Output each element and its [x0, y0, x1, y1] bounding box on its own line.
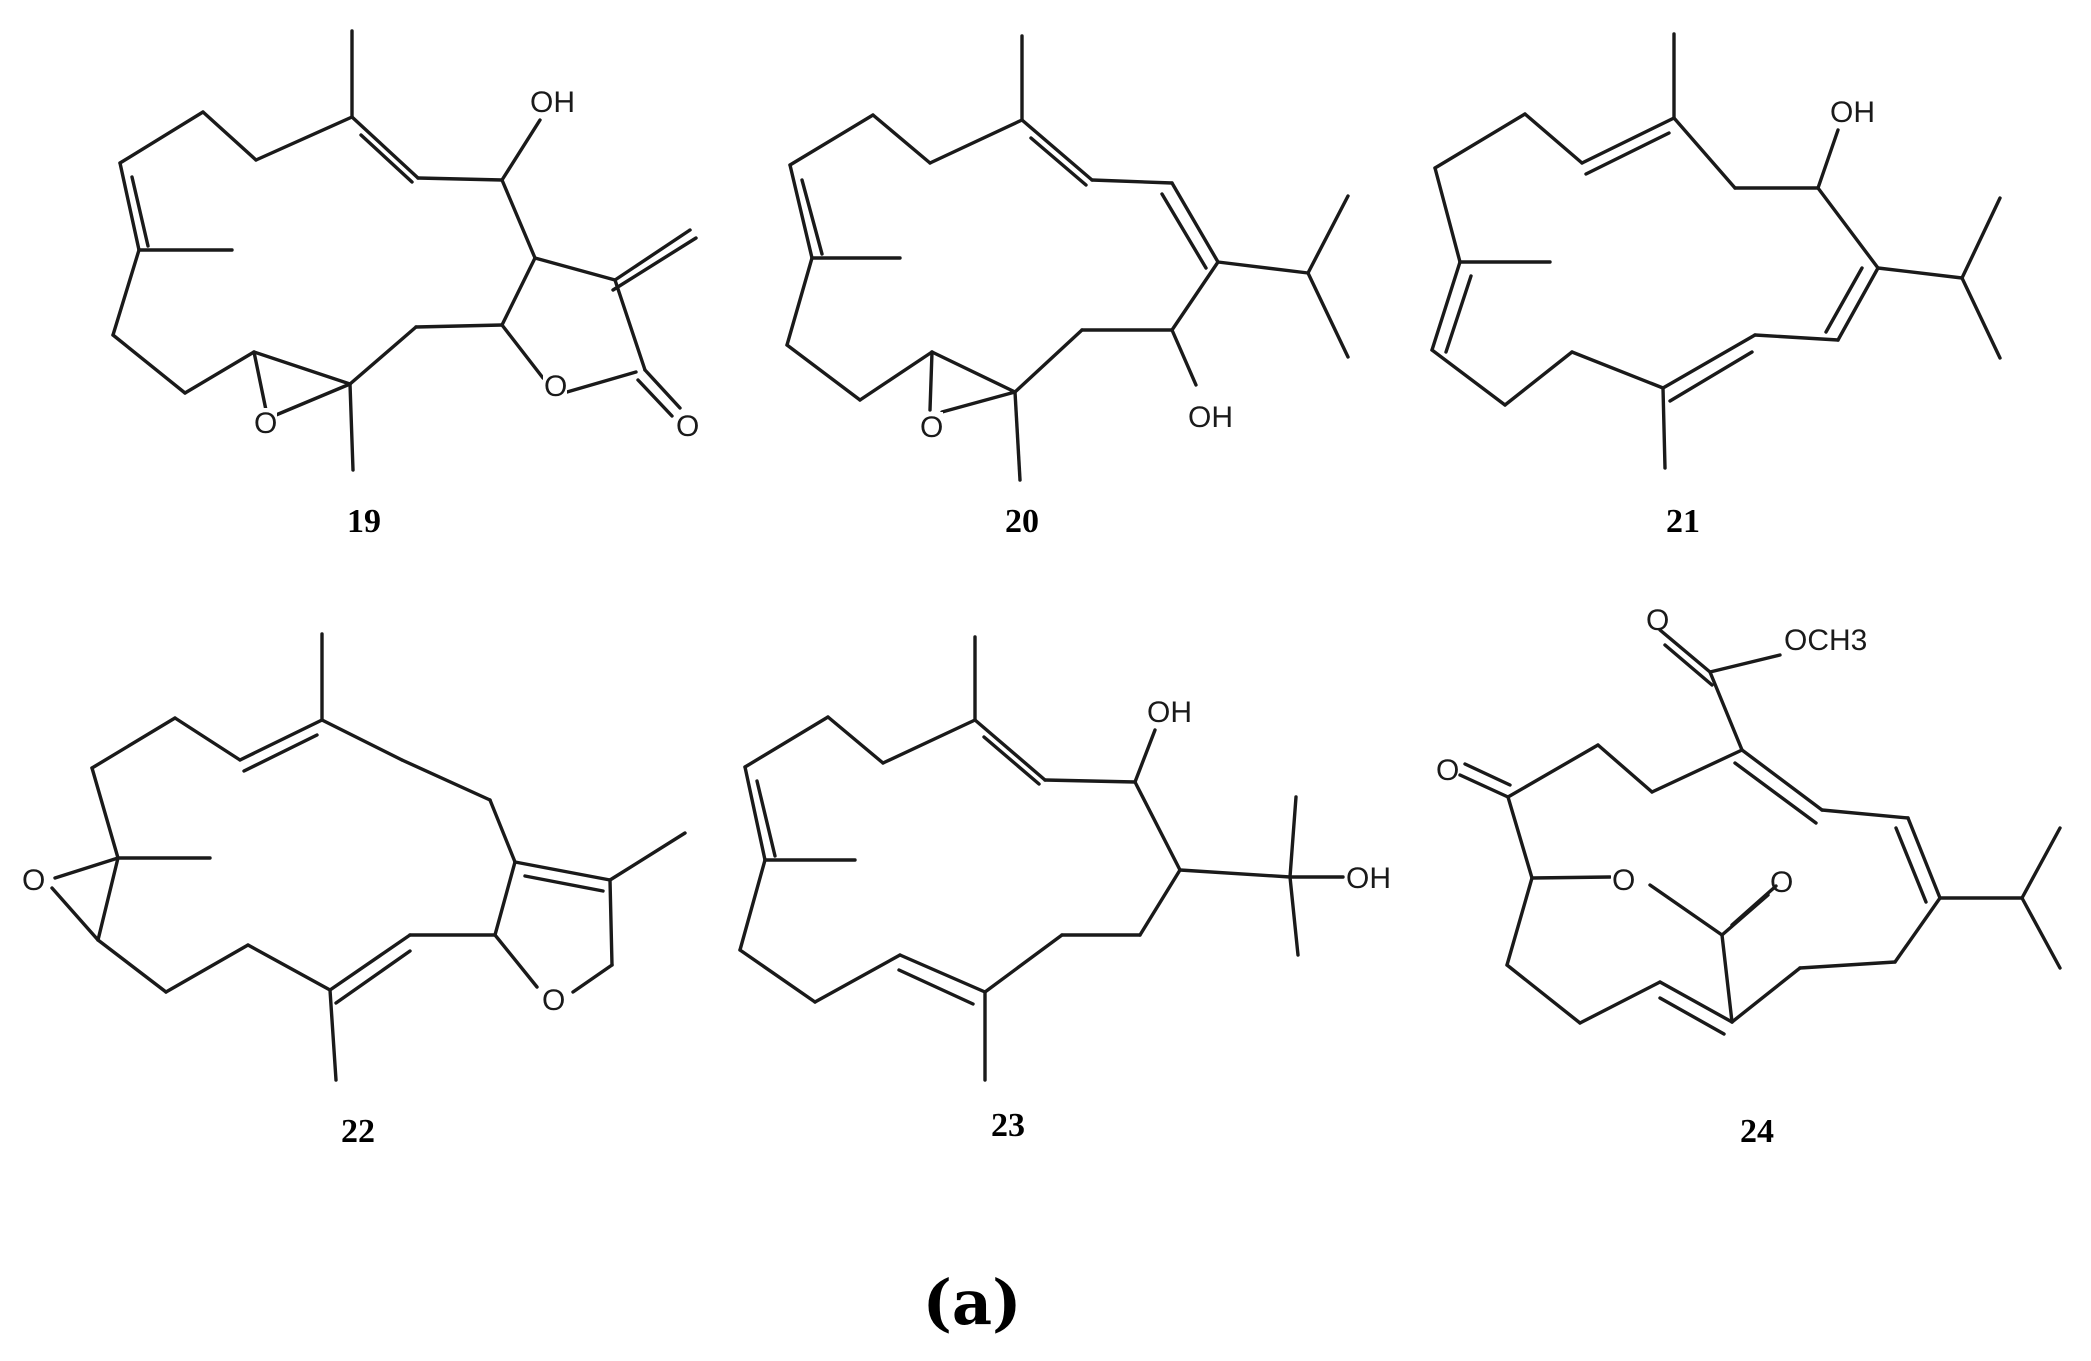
compound-20-atom-labels: O OH — [919, 401, 1233, 444]
atom-label: OCH3 — [1784, 624, 1867, 657]
atom-label: O — [1770, 866, 1793, 899]
compound-24-atom-labels: O OCH3 O O O — [1436, 604, 1867, 899]
compound-19-structure — [111, 29, 698, 472]
compound-21-atom-labels: OH — [1830, 96, 1875, 129]
atom-label: O — [22, 864, 45, 897]
atom-label: O — [920, 411, 943, 444]
atom-label: OH — [530, 86, 575, 119]
compound-23-structure — [738, 635, 1345, 1082]
atom-label: O — [676, 410, 699, 443]
atom-label: O — [254, 407, 277, 440]
atom-label: OH — [1188, 401, 1233, 434]
atom-label: O — [1612, 864, 1635, 897]
atom-label: OH — [1830, 96, 1875, 129]
compound-22-atom-labels: O O — [21, 864, 565, 1017]
atom-label: O — [1646, 604, 1669, 637]
compound-number-23: 23 — [991, 1107, 1025, 1144]
atom-label: OH — [1147, 696, 1192, 729]
atom-label: O — [544, 370, 567, 403]
compound-number-22: 22 — [341, 1113, 375, 1150]
atom-label: OH — [1346, 862, 1391, 895]
compound-24-structure — [1458, 628, 2062, 1036]
compound-number-19: 19 — [347, 503, 381, 540]
compound-21-structure — [1430, 32, 2002, 470]
panel-label: (a) — [923, 1266, 1022, 1339]
compound-number-21: 21 — [1666, 503, 1700, 540]
compound-number-24: 24 — [1740, 1113, 1774, 1150]
compound-23-atom-labels: OH OH — [1147, 696, 1391, 895]
compound-22-structure — [50, 632, 687, 1082]
atom-label: O — [1436, 754, 1459, 787]
atom-label: O — [542, 984, 565, 1017]
compound-20-structure — [785, 34, 1350, 482]
compound-number-20: 20 — [1005, 503, 1039, 540]
compound-19-atom-labels: OH O O O — [253, 86, 699, 443]
